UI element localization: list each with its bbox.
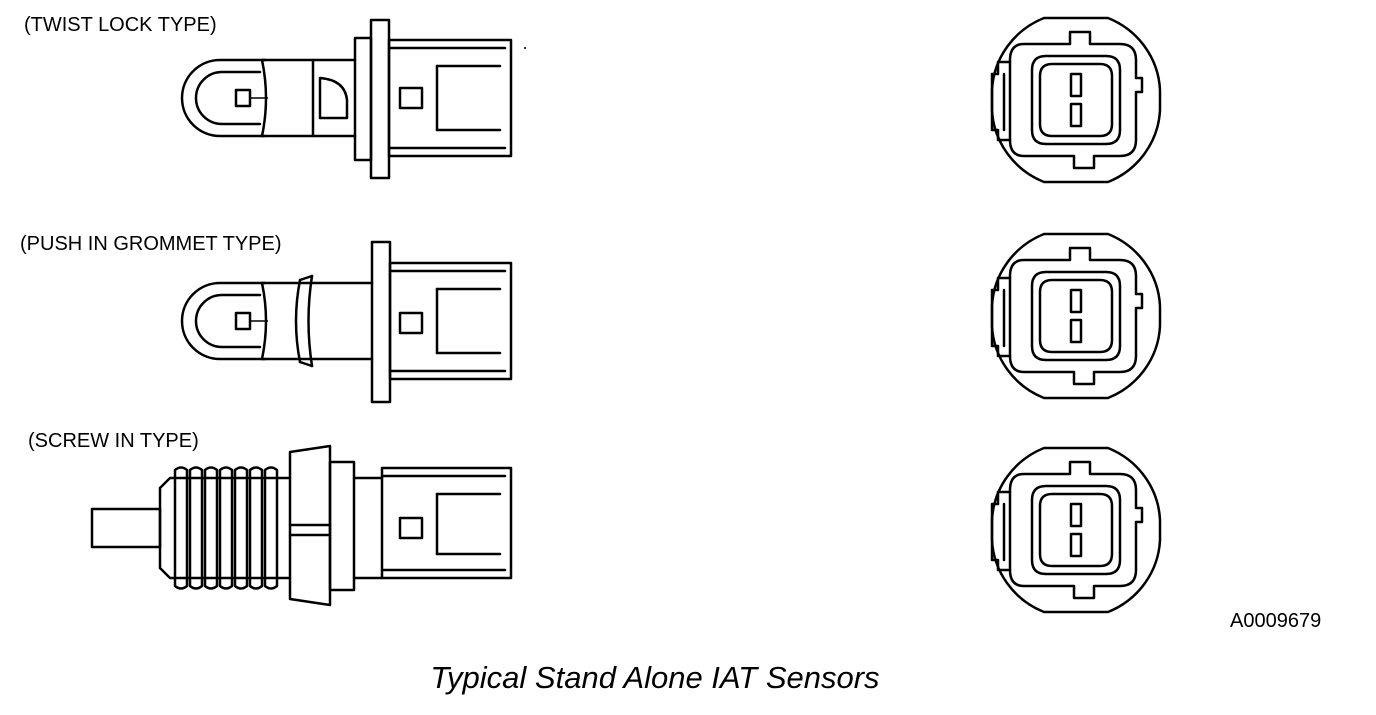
twist-lock-sensor xyxy=(180,18,513,180)
twist-lock-type-label: (TWIST LOCK TYPE) xyxy=(24,14,217,36)
figure-caption: Typical Stand Alone IAT Sensors xyxy=(430,660,880,695)
push-in-grommet-type-label: (PUSH IN GROMMET TYPE) xyxy=(20,233,282,255)
push-in-grommet-sensor xyxy=(180,240,513,404)
screw-in-type-label: (SCREW IN TYPE) xyxy=(28,430,199,452)
screw-in-connector-end-view xyxy=(990,446,1162,614)
figure-code: A0009679 xyxy=(1230,610,1322,632)
push-in-connector-end-view xyxy=(990,232,1162,400)
screw-in-sensor xyxy=(90,444,513,607)
twist-lock-connector-end-view xyxy=(990,16,1162,184)
thread-crests xyxy=(173,466,279,590)
